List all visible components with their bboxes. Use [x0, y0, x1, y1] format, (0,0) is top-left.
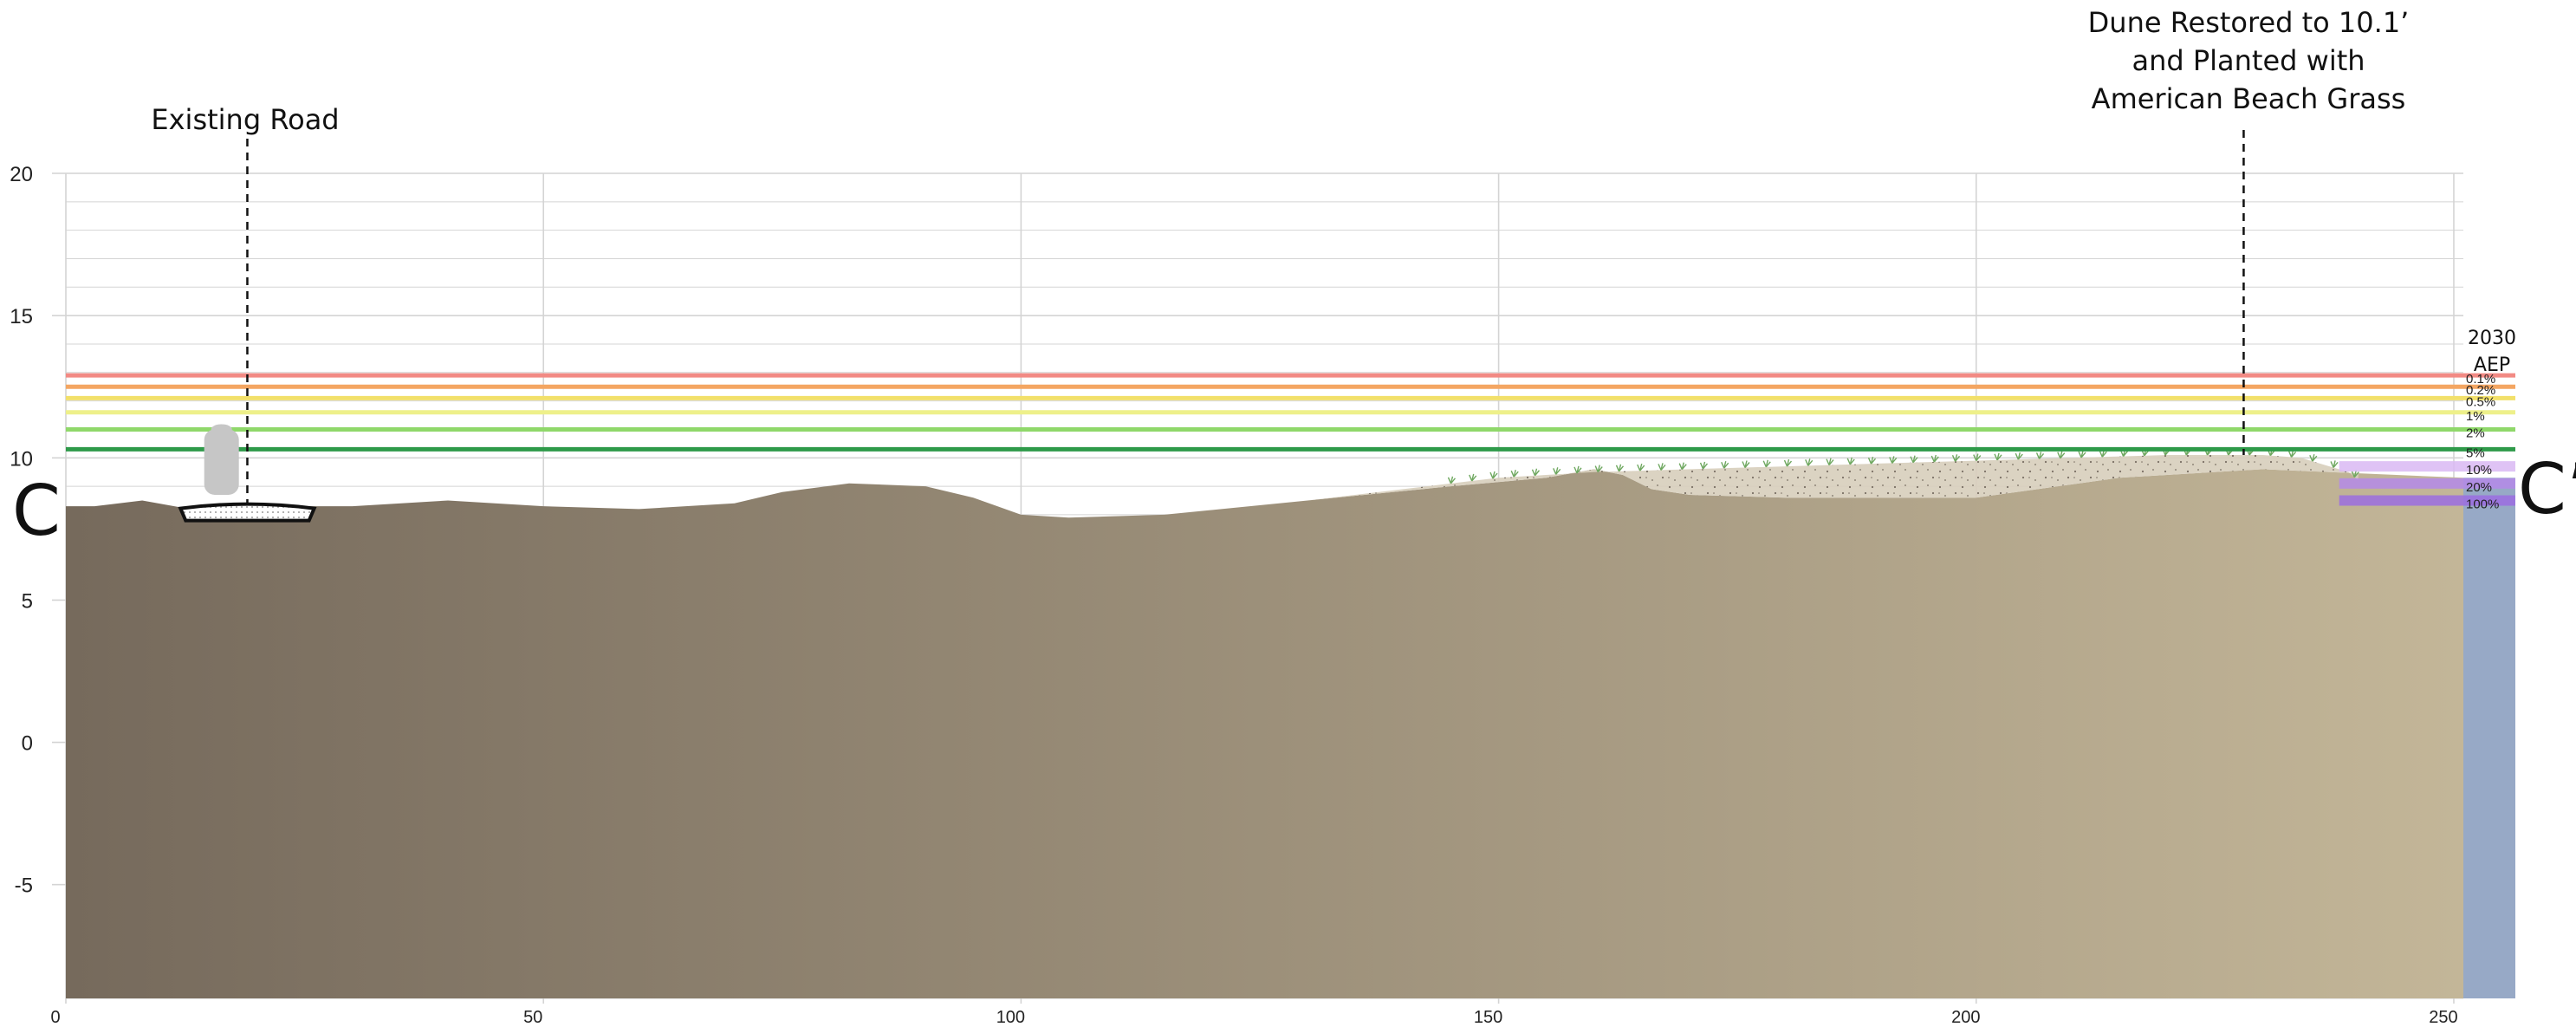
legend-label: 0.1% [2466, 372, 2495, 387]
beach-grass [1721, 461, 1729, 469]
beach-grass [1994, 452, 2002, 461]
beach-grass [1846, 457, 1855, 465]
legend-label: 5% [2466, 445, 2485, 460]
person-silhouette [204, 429, 239, 495]
x-tick-label: 0 [50, 1008, 60, 1027]
existing-ground [66, 469, 2463, 998]
section-end-marker: C’ [2518, 449, 2576, 530]
person-head [211, 424, 232, 435]
legend-label: 100% [2466, 497, 2499, 512]
beach-grass [1510, 470, 1519, 478]
beach-grass [2057, 451, 2066, 459]
beach-grass [2015, 452, 2023, 460]
y-axis-tick-labels: 20 15 10 5 0 -5 [10, 163, 33, 898]
legend-label: 2% [2466, 426, 2485, 440]
y-tick-label: 5 [22, 589, 33, 613]
legend-label: 1% [2466, 409, 2485, 424]
restored-dune [1307, 455, 2359, 501]
beach-grass [1910, 455, 1918, 464]
beach-grass [2330, 460, 2339, 468]
beach-grass [1658, 463, 1666, 471]
road-structure [178, 502, 317, 523]
legend-title-year: 2030 [2468, 328, 2516, 349]
beach-grass [1973, 453, 1982, 462]
beach-grass [1678, 462, 1687, 471]
beach-grass [1783, 458, 1793, 467]
flood-level-lines [66, 373, 2515, 506]
flood-band [2339, 478, 2515, 489]
beach-grass [1553, 467, 1561, 475]
beach-grass [1699, 461, 1709, 470]
beach-grass [1489, 471, 1498, 479]
beach-grass [1615, 464, 1625, 472]
beach-grass [1531, 468, 1541, 477]
y-tick-label: 0 [22, 732, 33, 756]
beach-grass [1930, 454, 1939, 463]
section-start-marker: C [12, 471, 61, 551]
beach-grass [1805, 458, 1814, 466]
beach-grass [1574, 465, 1582, 474]
y-tick-label: 10 [10, 447, 33, 471]
y-tick-label: -5 [15, 874, 33, 898]
legend-label: 20% [2466, 480, 2492, 495]
dune-annotation-line-2: and Planted with [2132, 44, 2365, 77]
water-zone [2463, 478, 2515, 998]
beach-grass [1742, 460, 1750, 468]
beach-grass [1951, 454, 1961, 462]
legend-label: 0.5% [2466, 394, 2495, 409]
x-tick-label: 250 [2429, 1008, 2457, 1027]
beach-grass [1447, 476, 1457, 484]
y-tick-label: 20 [10, 163, 33, 186]
road-annotation: Existing Road [121, 101, 369, 139]
x-tick-label: 50 [523, 1008, 542, 1027]
dune-annotation-line-3: American Beach Grass [2091, 82, 2406, 115]
dune-annotation-line-1: Dune Restored to 10.1’ [2087, 6, 2410, 39]
legend-label: 0.2% [2466, 383, 2495, 398]
beach-grass [1826, 458, 1834, 466]
water-body [2463, 478, 2515, 998]
road-annotation-label: Existing Road [151, 103, 340, 136]
y-tick-label: 15 [10, 305, 33, 328]
legend-title-aep: AEP [2474, 354, 2510, 376]
beach-grass [2078, 450, 2086, 458]
beach-grass [1637, 463, 1645, 471]
beach-grass [2309, 454, 2318, 462]
beach-grass [1889, 456, 1898, 464]
site-features [178, 130, 2245, 523]
beach-grass [2035, 452, 2045, 459]
flood-band [2339, 461, 2515, 472]
x-tick-label: 200 [1951, 1008, 1980, 1027]
legend-label: 10% [2466, 463, 2492, 478]
beach-grass [1594, 465, 1603, 473]
x-axis-tick-labels: 0 50 100 150 200 250 [50, 1008, 2457, 1027]
beach-grass [1762, 459, 1771, 468]
x-tick-label: 150 [1474, 1008, 1502, 1027]
x-tick-label: 100 [996, 1008, 1025, 1027]
beach-grass [1867, 457, 1877, 465]
flood-band [2339, 495, 2515, 506]
beach-grass [1469, 473, 1477, 482]
ground-profile [66, 447, 2463, 998]
dune-annotation: Dune Restored to 10.1’ and Planted with … [2034, 3, 2462, 118]
